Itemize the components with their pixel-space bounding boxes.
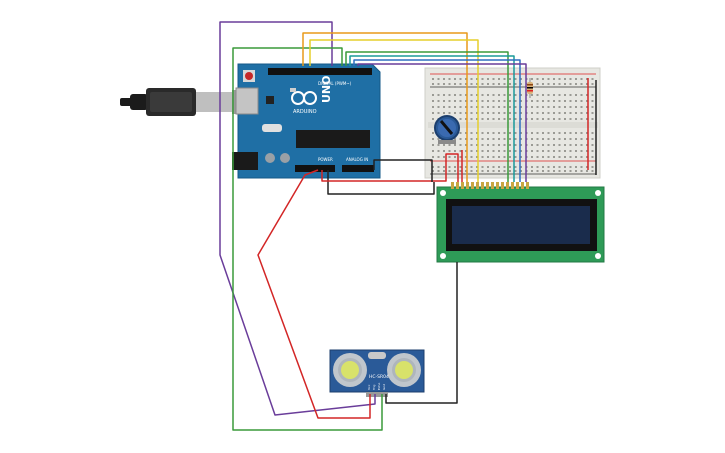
lcd-screen xyxy=(452,206,590,244)
wire-yellow[interactable] xyxy=(309,39,479,182)
power-jack[interactable] xyxy=(232,152,258,170)
resistor[interactable] xyxy=(527,78,533,98)
analog-label: ANALOG IN xyxy=(346,157,368,162)
wire-teal[interactable] xyxy=(349,55,515,182)
wire-black-board[interactable] xyxy=(373,159,433,182)
wire-black-lcd[interactable] xyxy=(327,170,435,195)
usb-port[interactable] xyxy=(235,87,259,115)
wire-black-gnd[interactable] xyxy=(385,262,458,404)
digital-label: DIGITAL (PWM~) xyxy=(318,81,352,86)
power-header[interactable] xyxy=(295,165,335,172)
sensor-pin-trig: Trig xyxy=(372,385,376,391)
analog-header[interactable] xyxy=(342,165,374,172)
wire-orange[interactable] xyxy=(302,32,468,182)
sensor-pin-vcc: Vcc xyxy=(367,384,371,390)
atmega-chip xyxy=(296,130,370,148)
wire-purple[interactable] xyxy=(219,21,376,416)
power-label: POWER xyxy=(318,157,333,162)
wire-green[interactable] xyxy=(232,47,383,431)
sensor-pin-gnd: Gnd xyxy=(382,384,386,390)
wire-red-vcc[interactable] xyxy=(257,169,371,419)
brand-label: ARDUINO xyxy=(293,109,317,115)
usb-cable[interactable] xyxy=(120,88,240,116)
wire-blue[interactable] xyxy=(353,59,521,182)
wire-purple-2[interactable] xyxy=(357,63,527,182)
lcd-16x2[interactable] xyxy=(436,182,605,263)
arduino-logo xyxy=(291,91,317,105)
wire-red-5v[interactable] xyxy=(321,153,459,182)
arduino-uno-board[interactable]: ARDUINO UNO DIGITAL (PWM~) POWER ANALOG … xyxy=(232,63,381,179)
wire-green-2[interactable] xyxy=(345,51,509,182)
sensor-model-label: HC-SR04 xyxy=(369,374,389,380)
potentiometer[interactable] xyxy=(434,115,460,144)
digital-header[interactable] xyxy=(268,68,372,75)
model-label: UNO xyxy=(320,76,333,104)
hc-sr04-sensor[interactable]: HC-SR04 Vcc Trig Echo Gnd xyxy=(329,349,425,397)
sensor-pin-echo: Echo xyxy=(377,383,381,390)
lcd-pin-header[interactable] xyxy=(451,182,529,189)
reset-button[interactable] xyxy=(245,72,253,80)
